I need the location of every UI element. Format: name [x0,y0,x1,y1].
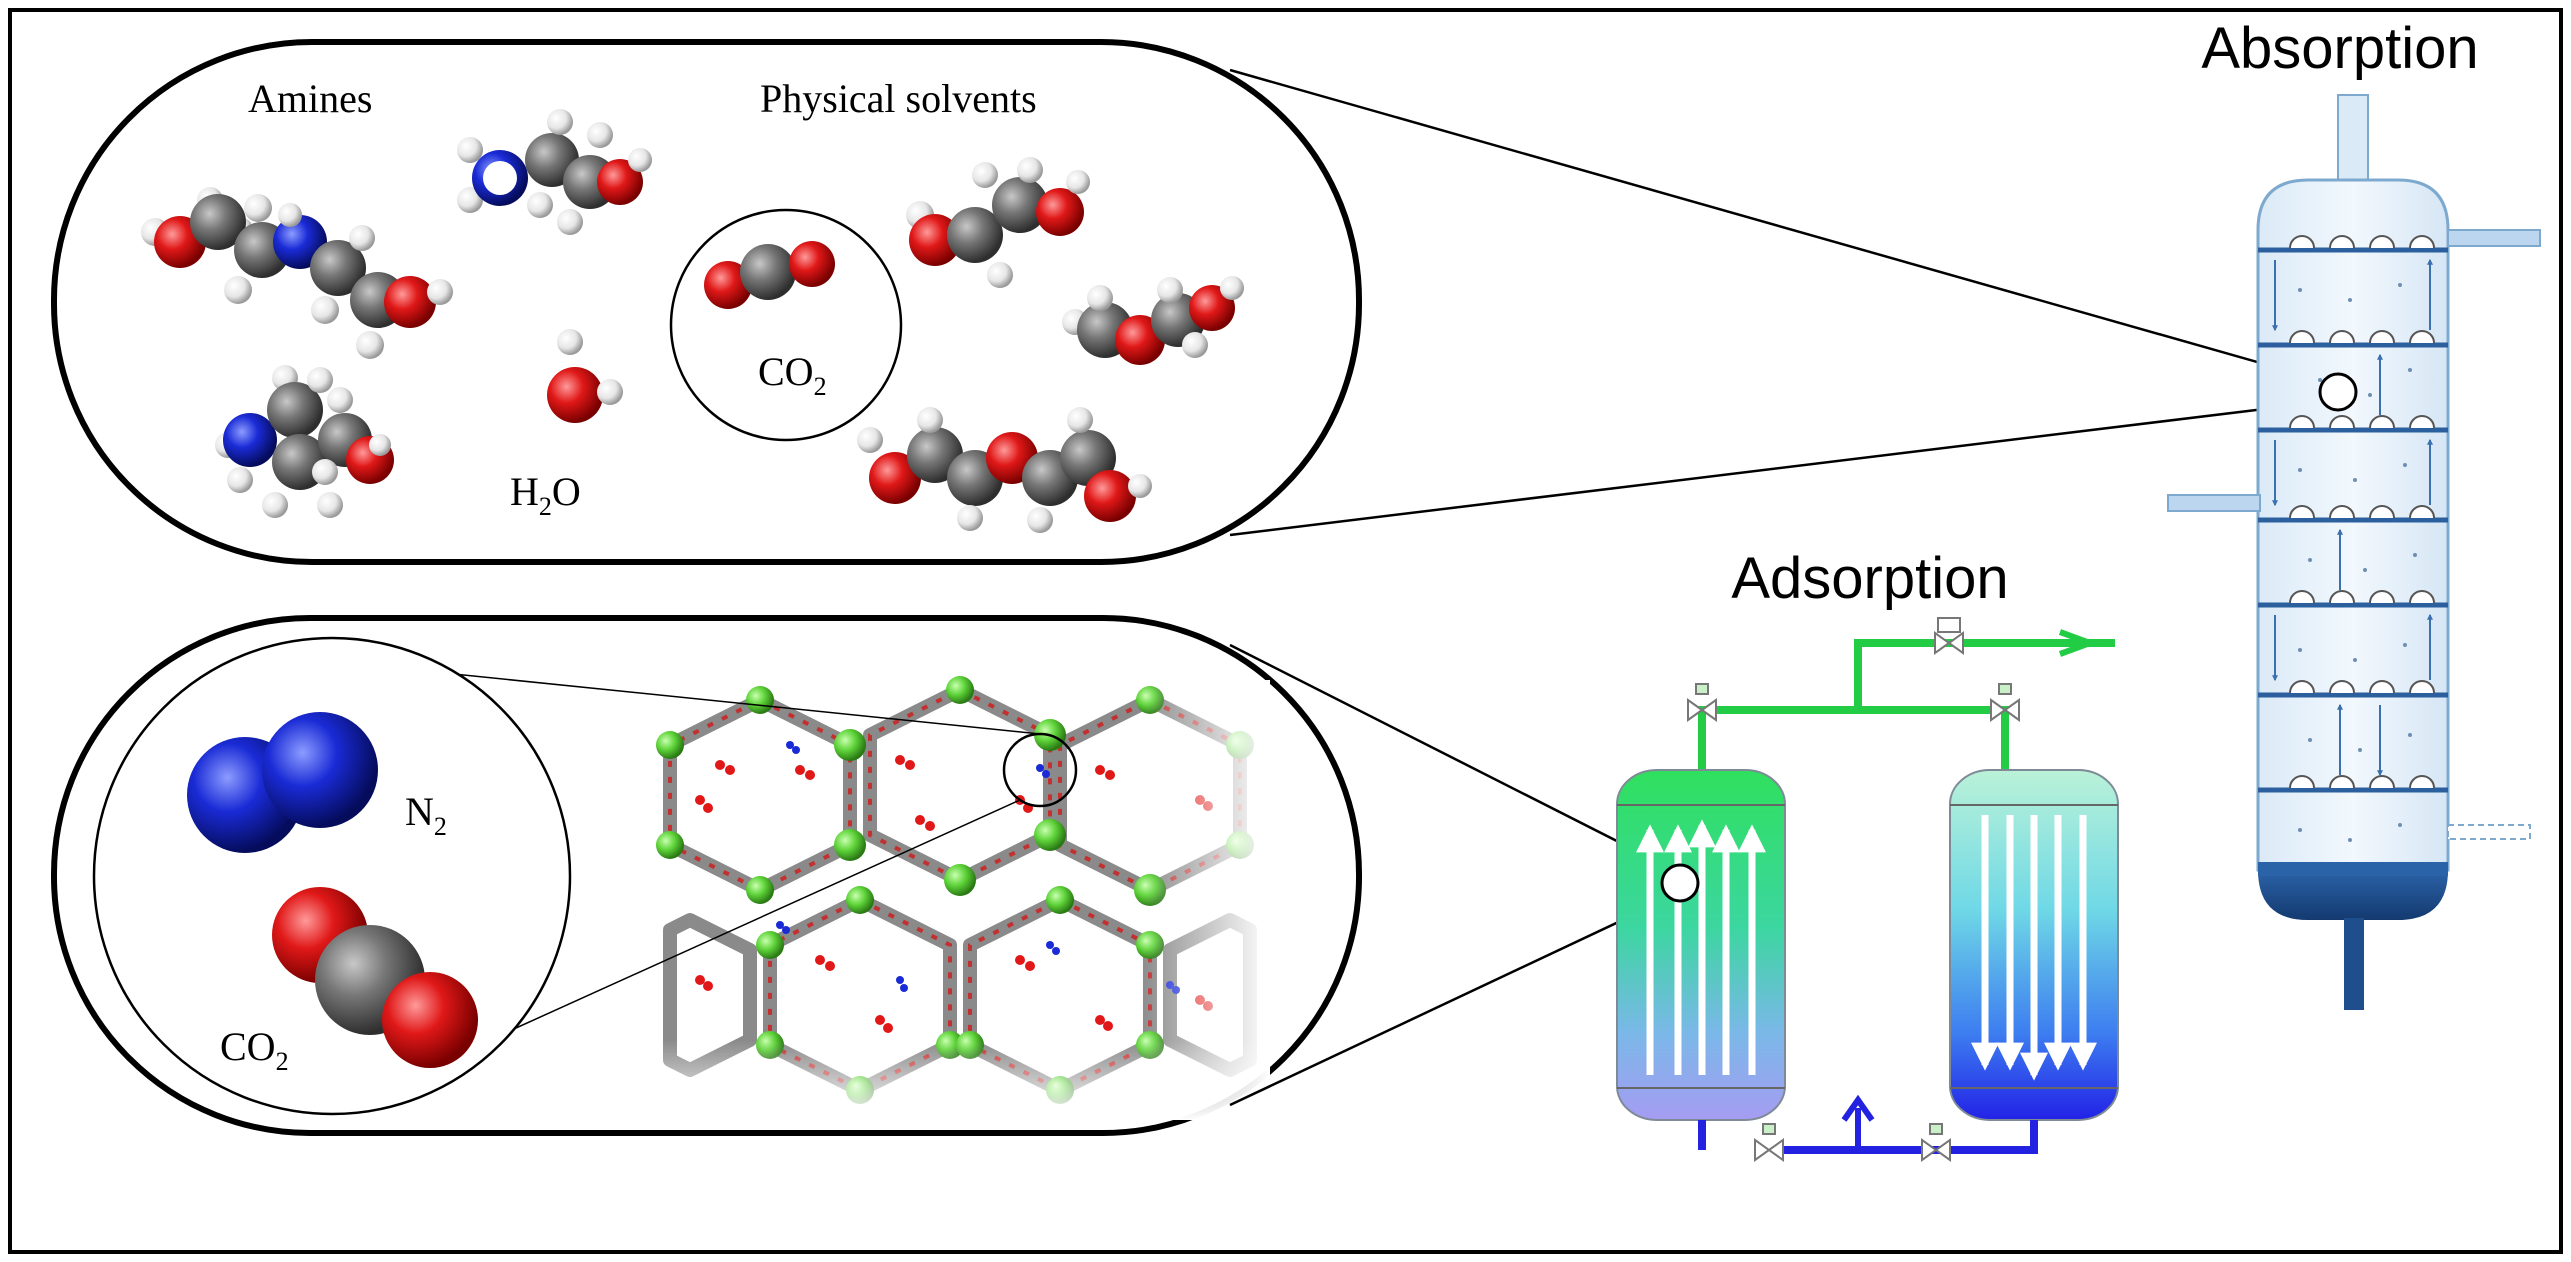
absorption-zoom-panel: Amines Physical solvents CO2 H2O [51,39,1362,565]
adsorption-title: Adsorption [1731,546,2008,611]
flow-arrow-icon [2058,629,2099,657]
callout-lines [1229,68,2339,1107]
valve-icon [1754,1123,1784,1162]
absorption-zoom-point [2318,372,2358,412]
amine-molecule-3 [215,365,394,518]
valve-icon [1990,683,2020,722]
flow-arrow-icon [1841,1094,1875,1122]
physical-solvent-molecule-1 [906,157,1090,288]
water-molecule [547,329,623,423]
adsorber-zoom-point [1660,863,1700,903]
gas-molecules-highlight [92,636,572,1116]
co2-highlight [669,208,903,442]
absorption-title: Absorption [2201,16,2478,81]
absorption-column: Absorption [2167,16,2541,1010]
amine-molecule-1 [141,187,453,359]
valve-icon [1687,683,1717,722]
co2-gas-label: CO2 [220,1024,289,1076]
mof-framework [650,676,1270,1120]
n2-label: N2 [405,789,447,841]
co2-label: CO2 [758,349,827,401]
physical-solvent-molecule-2 [1062,276,1244,365]
physical-solvent-molecule-3 [857,407,1152,533]
amines-label: Amines [248,76,372,121]
adsorption-unit: Adsorption [1616,546,2119,1162]
physical-solvents-label: Physical solvents [760,76,1037,121]
valve-icon [1921,1123,1951,1162]
valve-icon [1934,617,1964,655]
zoom-line [394,667,1041,735]
amine-molecule-2 [457,109,652,235]
adsorption-zoom-panel: N2 CO2 [51,615,1362,1136]
h2o-label: H2O [510,469,581,521]
